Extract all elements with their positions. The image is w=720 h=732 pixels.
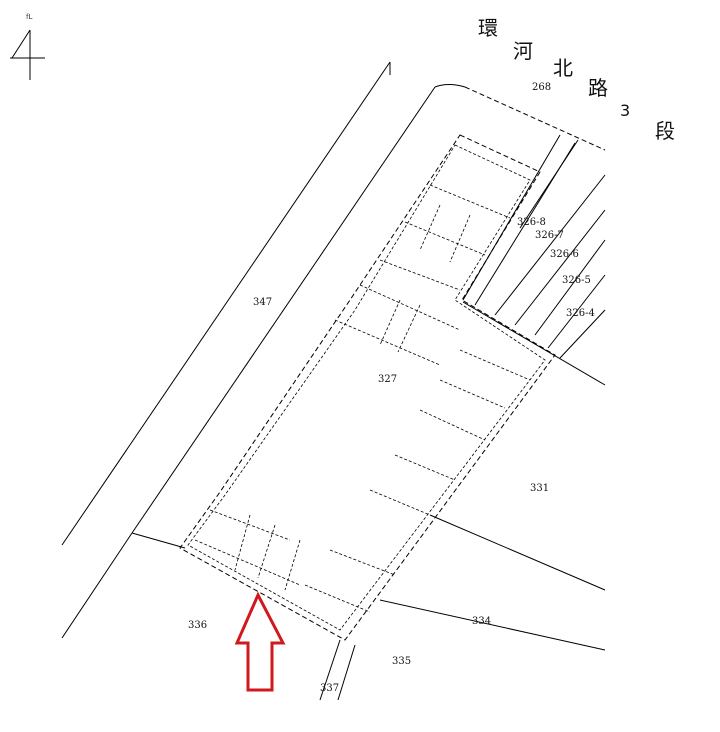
parcel-label-331: 331 <box>530 483 549 494</box>
road-number: 268 <box>532 82 551 93</box>
building-outline <box>179 134 556 641</box>
road-char-6: 段 <box>655 119 675 143</box>
parcel-label-347: 347 <box>253 297 272 308</box>
parcel-label-336: 336 <box>188 620 207 631</box>
parcel-label-326-8: 326-8 <box>517 217 546 228</box>
road-char-5: 3 <box>620 101 630 120</box>
boundary-lines <box>61 61 606 701</box>
parcel-label-326-6: 326-6 <box>550 249 579 260</box>
parcel-label-337: 337 <box>320 683 339 694</box>
parcel-label-326-5: 326-5 <box>562 275 591 286</box>
road-char-3: 北 <box>553 56 573 80</box>
up-arrow-icon <box>234 591 286 692</box>
parcel-label-335: 335 <box>392 656 411 667</box>
north-label: fL <box>26 13 32 21</box>
parcel-label-326-7: 326-7 <box>535 230 564 241</box>
road-char-4: 路 <box>588 76 608 100</box>
parcel-label-334: 334 <box>472 616 491 627</box>
parcel-label-326-4: 326-4 <box>566 308 595 319</box>
north-arrow-icon <box>10 29 45 80</box>
road-char-1: 環 <box>478 16 498 40</box>
road-char-2: 河 <box>513 39 533 63</box>
parcel-label-327: 327 <box>378 374 397 385</box>
